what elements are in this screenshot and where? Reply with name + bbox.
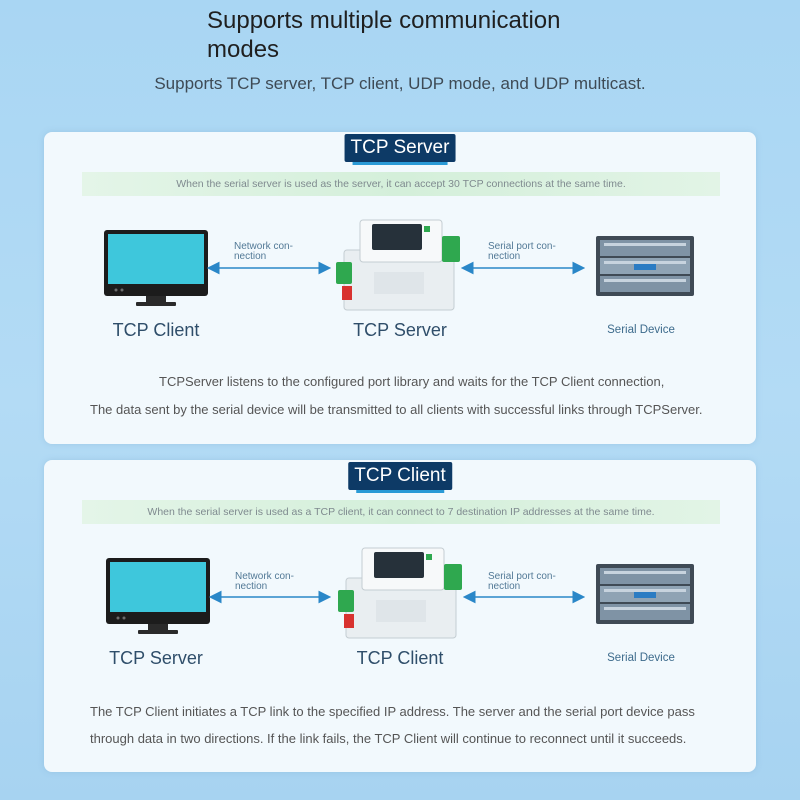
tcp-client-description-line2: through data in two directions. If the l… <box>90 731 687 746</box>
tcp-client-badge: TCP Client <box>348 462 452 493</box>
tcp-client-label: TCP Client <box>356 648 444 668</box>
tcp-client-diagram <box>106 547 694 639</box>
serial-device-icon <box>596 236 694 296</box>
tcp-client-panel: TCP Client When the serial server is use… <box>44 460 756 772</box>
network-connection-label: Network con- nection <box>235 571 294 592</box>
tcp-server-diagram <box>104 219 694 311</box>
serial-device-label: Serial Device <box>607 652 675 664</box>
serial-connection-label: Serial port con- nection <box>488 571 556 592</box>
tcp-server-description-line2: The data sent by the serial device will … <box>90 402 703 417</box>
network-connection-label: Network con- nection <box>234 241 293 262</box>
serial-device-icon <box>596 564 694 624</box>
tcp-server-label: TCP Server <box>353 320 447 340</box>
page-subtitle: Supports TCP server, TCP client, UDP mod… <box>154 74 646 93</box>
tcp-client-banner: When the serial server is used as a TCP … <box>82 500 720 524</box>
serial-connection-label: Serial port con- nection <box>488 241 556 262</box>
monitor-icon <box>106 558 210 634</box>
page-title: Supports multiple communication modes <box>207 7 561 63</box>
tcp-client-label: TCP Client <box>112 320 200 340</box>
tcp-server-label: TCP Server <box>109 648 203 668</box>
serial-device-label: Serial Device <box>607 324 675 336</box>
serial-server-device-icon <box>336 219 460 311</box>
tcp-server-panel: TCP Server When the serial server is use… <box>44 132 756 444</box>
tcp-server-badge: TCP Server <box>344 134 456 165</box>
tcp-client-description-line1: The TCP Client initiates a TCP link to t… <box>90 704 695 719</box>
tcp-server-banner: When the serial server is used as the se… <box>82 172 720 196</box>
serial-server-device-icon <box>338 547 462 639</box>
tcp-server-description-line1: TCPServer listens to the configured port… <box>159 374 665 389</box>
monitor-icon <box>104 230 208 306</box>
